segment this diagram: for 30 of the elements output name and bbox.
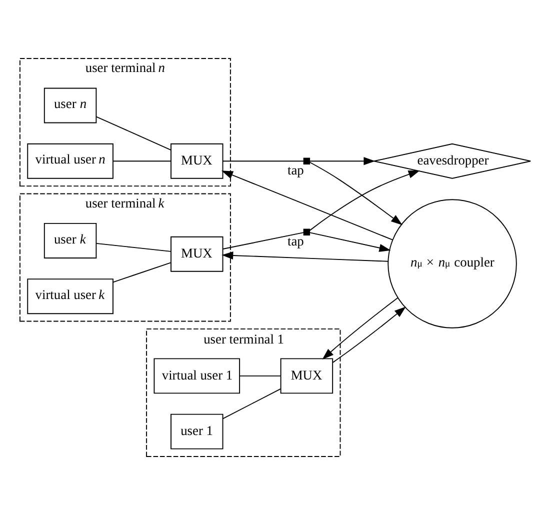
node-box: MUX xyxy=(170,236,224,272)
arrow xyxy=(222,251,388,262)
node-box: user k xyxy=(44,222,97,258)
connector xyxy=(222,388,281,420)
connector xyxy=(112,262,172,283)
connector xyxy=(239,375,281,376)
arrow xyxy=(322,297,398,360)
arrow xyxy=(309,170,420,232)
arrow xyxy=(309,232,391,252)
connector xyxy=(222,160,304,162)
node-box: MUX xyxy=(170,143,224,179)
arrow xyxy=(309,157,376,166)
connector xyxy=(222,232,304,250)
node-label: tap xyxy=(288,234,304,249)
arrow xyxy=(332,306,406,364)
node-box: user n xyxy=(44,88,97,124)
node-box xyxy=(303,158,310,164)
node-label: tap xyxy=(288,162,304,178)
connector xyxy=(96,242,172,252)
connector xyxy=(96,116,172,150)
node-box xyxy=(303,228,310,236)
node-box: virtual user 1 xyxy=(154,358,240,394)
node-box: user 1 xyxy=(170,414,224,450)
node-box: MUX xyxy=(280,358,334,394)
arrow xyxy=(309,162,402,226)
arrow xyxy=(221,170,393,240)
node-box: virtual user k xyxy=(27,278,114,314)
connector xyxy=(112,160,172,162)
node-box: virtual user n xyxy=(27,143,114,179)
node-circle: nμ × nμ coupler xyxy=(388,199,517,328)
